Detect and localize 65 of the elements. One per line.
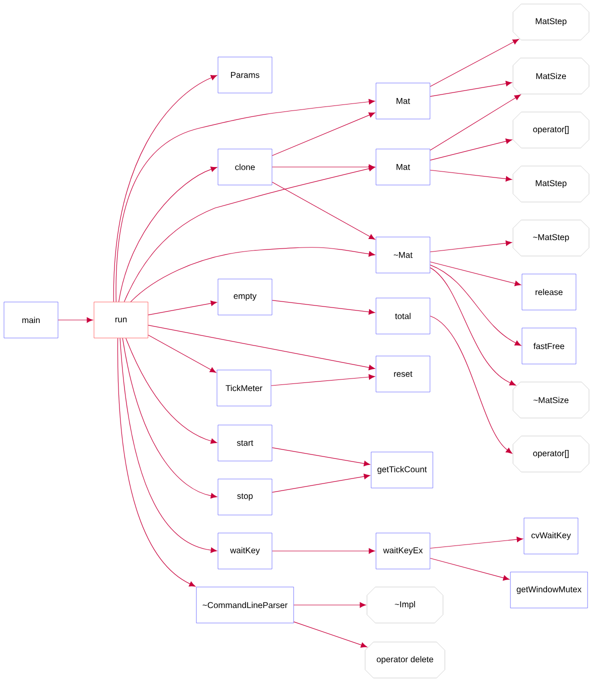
arrow: [272, 548, 375, 554]
box-node: empty: [218, 278, 272, 316]
box-node: TickMeter: [216, 370, 272, 406]
arrow: [430, 262, 522, 286]
arrow: [272, 474, 370, 493]
octagon-node: ~Impl: [366, 586, 444, 624]
octagon-node: operator[]: [512, 112, 590, 148]
box-node: getTickCount: [370, 452, 434, 488]
arrow: [122, 338, 218, 498]
arrow: [430, 264, 522, 346]
arrow: [148, 334, 216, 373]
arrow: [430, 170, 512, 182]
arrow: [126, 338, 218, 444]
arrow: [430, 558, 510, 581]
box-node: main: [4, 302, 58, 338]
box-node: stop: [218, 478, 272, 516]
box-node: fastFree: [522, 328, 576, 364]
octagon-node: operator delete: [364, 642, 446, 678]
arrow: [148, 324, 376, 370]
arrow: [430, 316, 512, 454]
box-node: waitKeyEx: [376, 532, 430, 570]
octagon-node: MatSize: [512, 58, 590, 94]
arrow: [430, 80, 512, 97]
arrow: [430, 38, 519, 87]
box-node: start: [218, 424, 272, 462]
arrow: [118, 338, 196, 587]
arrow: [120, 338, 218, 553]
arrow: [272, 300, 376, 315]
arrow: [294, 602, 366, 608]
box-node: release: [522, 274, 576, 310]
octagon-node: MatStep: [512, 166, 590, 202]
root-box: run: [94, 302, 148, 338]
arrow: [116, 99, 376, 302]
box-node: reset: [376, 356, 430, 392]
arrow: [272, 112, 376, 156]
arrow: [124, 166, 376, 302]
arrow: [58, 317, 93, 323]
arrow: [272, 447, 370, 466]
arrow: [148, 300, 218, 316]
arrow: [430, 138, 512, 161]
arrow: [272, 182, 376, 240]
arrow: [430, 267, 516, 386]
arrow: [272, 164, 375, 170]
box-node: ~Mat: [376, 236, 430, 274]
arrow: [430, 94, 521, 151]
box-node: Mat: [376, 148, 430, 186]
arrow: [294, 621, 368, 648]
octagon-node: ~MatStep: [512, 220, 590, 256]
box-node: Params: [218, 56, 272, 94]
box-node: clone: [218, 148, 272, 186]
arrow: [270, 374, 375, 386]
arrow: [430, 240, 512, 252]
box-node: ~CommandLineParser: [196, 586, 294, 624]
box-node: total: [376, 298, 430, 334]
octagon-node: operator[]: [512, 436, 590, 472]
octagon-node: ~MatSize: [512, 382, 590, 418]
arrow: [130, 247, 376, 302]
box-node: waitKey: [218, 532, 272, 570]
box-node: Mat: [376, 82, 430, 120]
arrow: [113, 75, 218, 302]
arrow: [118, 166, 218, 302]
box-node: getWindowMutex: [510, 572, 588, 608]
octagon-node: MatStep: [512, 4, 590, 40]
box-node: cvWaitKey: [524, 518, 578, 554]
arrow: [430, 536, 523, 549]
